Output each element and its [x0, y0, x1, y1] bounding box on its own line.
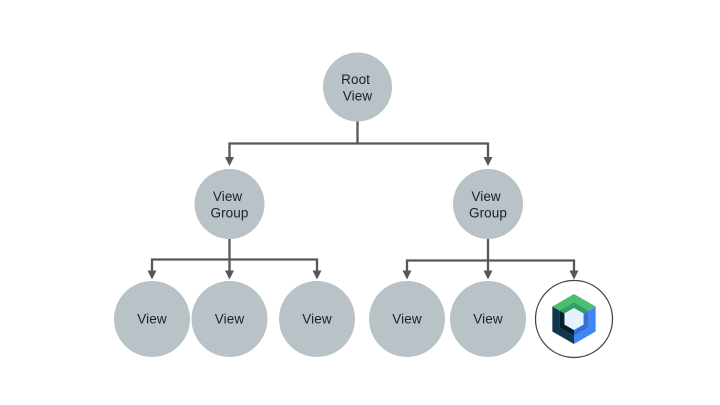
- arrowhead-down-icon: [569, 270, 579, 280]
- connector-line: [405, 259, 576, 271]
- connector-line: [150, 258, 319, 271]
- arrowhead-down-icon: [147, 270, 157, 280]
- node-compose: [534, 279, 614, 359]
- node-circle: [450, 281, 526, 357]
- node-view-right-2: View: [450, 281, 526, 357]
- arrowhead-down-icon: [225, 270, 234, 280]
- logo-left-face-outer: [552, 306, 574, 344]
- arrowhead-down-icon: [483, 157, 493, 166]
- node-circle: [323, 52, 392, 122]
- logo-right-face-outer: [574, 306, 596, 344]
- node-circle: [369, 281, 445, 357]
- arrowhead-down-icon: [225, 157, 234, 166]
- arrowhead-down-icon: [312, 270, 322, 280]
- node-circle: [453, 169, 523, 239]
- connector-root-to-groups: [225, 121, 493, 166]
- node-view-left-3: View: [279, 281, 355, 357]
- node-label: View Group: [469, 189, 507, 221]
- node-circle: [279, 281, 355, 357]
- arrowhead-down-icon: [483, 270, 493, 280]
- node-view-group-right: View Group: [453, 169, 523, 239]
- logo-core-hexagon: [564, 308, 584, 330]
- arrowhead-down-icon: [402, 270, 412, 280]
- node-label: View: [302, 312, 332, 327]
- logo-top-face-outer: [552, 294, 596, 311]
- node-view-right-1: View: [369, 281, 445, 357]
- node-circle: [194, 169, 265, 239]
- node-circle: [191, 281, 268, 357]
- logo-left-face-inner: [559, 310, 574, 336]
- logo-right-face-inner: [574, 310, 589, 336]
- node-view-left-1: View: [114, 281, 190, 357]
- node-label: View: [392, 312, 422, 327]
- node-view-left-2: View: [191, 281, 268, 357]
- logo-top-face-inner: [559, 302, 589, 314]
- node-label: View Group: [210, 189, 248, 221]
- connector-line: [228, 142, 490, 158]
- connector-right-group-to-views: [402, 239, 579, 280]
- node-root-view: Root View: [323, 52, 392, 122]
- node-label: View: [473, 312, 503, 327]
- jetpack-compose-logo-icon: [552, 294, 596, 344]
- node-label: View: [137, 312, 167, 327]
- compose-node-ring: [534, 279, 614, 359]
- node-label: View: [215, 312, 245, 327]
- node-view-group-left: View Group: [194, 169, 265, 239]
- connector-left-group-to-views: [147, 239, 322, 280]
- node-label: Root View: [341, 72, 374, 104]
- node-circle: [114, 281, 190, 357]
